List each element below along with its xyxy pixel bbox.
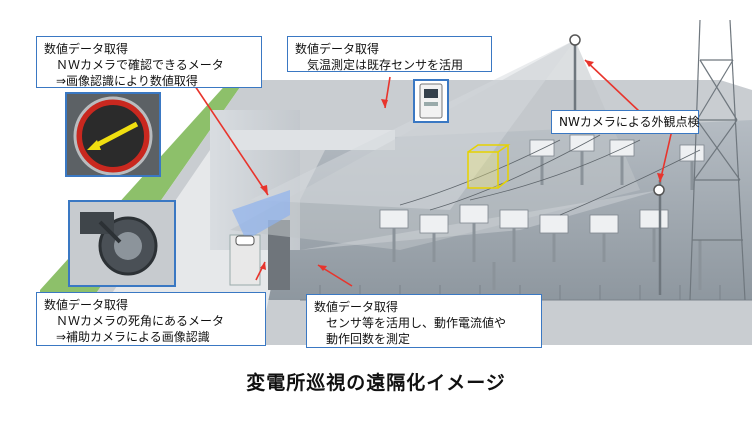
equipment-cabinet [268, 220, 290, 290]
aux-camera-device-icon [70, 202, 174, 285]
callout-temperature-sensor: 数値データ取得 気温測定は既存センサを活用 [287, 36, 492, 72]
transmission-tower [689, 19, 746, 301]
callout-camera-inspection: NWカメラによる外観点検 [551, 110, 699, 134]
callout-line: 動作回数を測定 [326, 332, 411, 346]
callout-title: 数値データ取得 [314, 300, 399, 314]
callout-meter-image-recognition: 数値データ取得 ＮＷカメラで確認できるメータ ⇒画像認識により数値取得 [36, 36, 262, 88]
callout-line: 気温測定は既存センサを活用 [307, 58, 464, 72]
meter-photo [65, 92, 161, 177]
camera-view-beam-2 [250, 40, 575, 210]
analog-meter-icon [73, 96, 153, 175]
callout-title: 数値データ取得 [295, 42, 380, 56]
aux-camera-beam [232, 190, 290, 240]
callout-title: 数値データ取得 [44, 298, 129, 312]
temperature-sensor-photo [413, 79, 449, 123]
camera-pole [573, 35, 662, 295]
callout-current-sensor: 数値データ取得 センサ等を活用し、動作電流値や 動作回数を測定 [306, 294, 542, 348]
callout-line: ⇒補助カメラによる画像認識 [56, 330, 210, 344]
aux-camera-icon [235, 235, 255, 246]
sensor-frame-icon [467, 144, 511, 189]
nw-camera-icon-2 [653, 184, 665, 196]
callout-line: ⇒画像認識により数値取得 [56, 74, 198, 88]
temperature-sensor-icon [419, 83, 443, 119]
nw-camera-icon [569, 34, 581, 46]
callout-line: センサ等を活用し、動作電流値や [326, 316, 507, 330]
control-building-wall-2 [230, 130, 395, 150]
callout-title: 数値データ取得 [44, 42, 129, 56]
callout-line: ＮＷカメラで確認できるメータ [56, 58, 224, 72]
aux-camera-photo [68, 200, 176, 287]
figure-caption: 変電所巡視の遠隔化イメージ [246, 372, 506, 394]
callout-aux-camera: 数値データ取得 ＮＷカメラの死角にあるメータ ⇒補助カメラによる画像認識 [36, 292, 266, 346]
arrow-heads [260, 60, 664, 271]
callout-line: ＮＷカメラの死角にあるメータ [56, 314, 225, 328]
callout-title: NWカメラによる外観点検 [559, 115, 700, 129]
